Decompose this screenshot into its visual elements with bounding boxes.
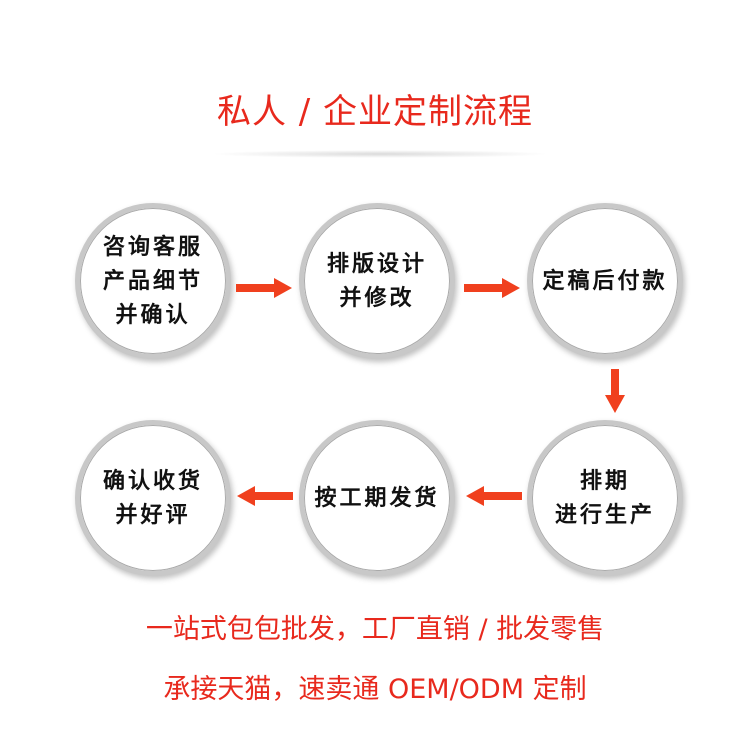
- page-title: 私人 / 企业定制流程: [216, 92, 534, 132]
- step-3-line-1: 定稿后付款: [542, 268, 668, 294]
- step-circle-3: 定稿后付款: [527, 203, 683, 359]
- step-4-line-2: 进行生产: [554, 502, 655, 528]
- step-circle-5: 按工期发货: [299, 420, 455, 576]
- step-2-line-2: 并修改: [339, 285, 415, 311]
- arrow-right-icon: [236, 278, 292, 298]
- step-circle-1: 咨询客服 产品细节 并确认: [75, 203, 231, 359]
- arrow-left-icon: [466, 486, 522, 506]
- step-1-line-1: 咨询客服: [102, 234, 203, 260]
- title-underline-shadow: [210, 150, 550, 158]
- step-6-line-2: 并好评: [115, 502, 191, 528]
- arrow-right-icon: [464, 278, 520, 298]
- step-6-line-1: 确认收货: [102, 468, 203, 494]
- step-1-line-2: 产品细节: [102, 268, 203, 294]
- step-1-line-3: 并确认: [115, 302, 191, 328]
- footer-line-1: 一站式包包批发，工厂直销 / 批发零售: [145, 614, 605, 645]
- footer-line-2: 承接天猫，速卖通 OEM/ODM 定制: [163, 674, 587, 705]
- step-4-line-1: 排期: [579, 468, 630, 494]
- step-circle-2: 排版设计 并修改: [299, 203, 455, 359]
- step-2-line-1: 排版设计: [326, 251, 427, 277]
- step-circle-6: 确认收货 并好评: [75, 420, 231, 576]
- arrow-down-icon: [605, 369, 625, 413]
- arrow-left-icon: [237, 486, 293, 506]
- step-circle-4: 排期 进行生产: [527, 420, 683, 576]
- step-5-line-1: 按工期发货: [314, 485, 440, 511]
